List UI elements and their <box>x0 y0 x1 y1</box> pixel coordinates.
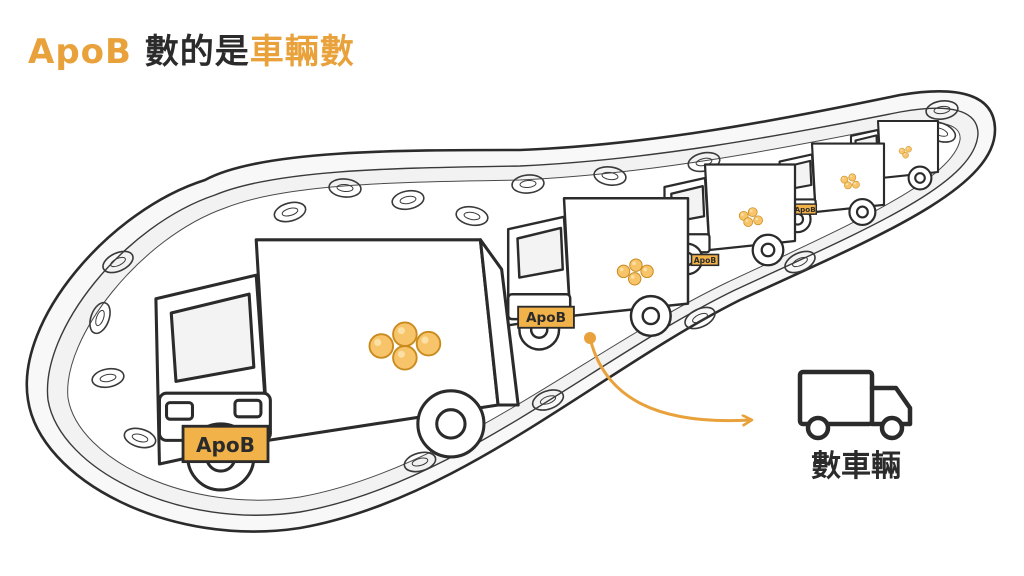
count-label: 數車輛 <box>811 449 901 484</box>
callout-arrow <box>584 332 750 421</box>
truck-convoy: ApoB ApoB <box>154 119 940 492</box>
title: ApoB 數的是車輛數 <box>28 30 355 74</box>
plate-text: ApoB <box>795 205 816 214</box>
plate-text: ApoB <box>526 310 566 326</box>
truck-icon <box>797 369 913 441</box>
truck: ApoB <box>154 238 520 492</box>
truck: ApoB <box>506 196 690 351</box>
plate-text: ApoB <box>694 256 717 265</box>
plate-text: ApoB <box>196 433 255 457</box>
title-highlight: 車輛數 <box>249 32 355 72</box>
title-prefix: ApoB <box>28 32 132 72</box>
title-middle: 數的是 <box>144 32 250 72</box>
